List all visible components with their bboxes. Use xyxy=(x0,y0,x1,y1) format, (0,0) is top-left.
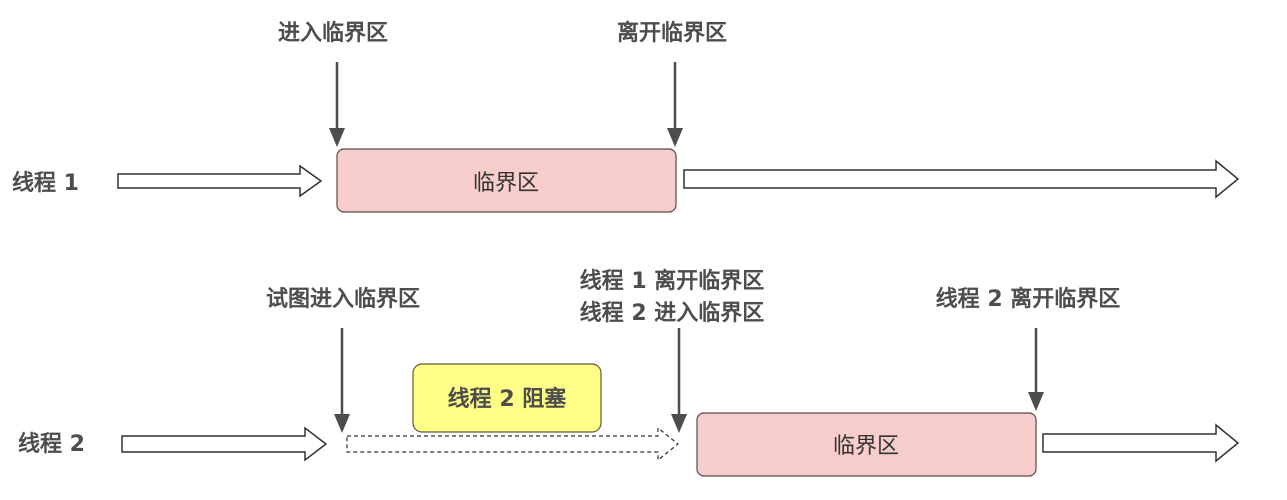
thread-2-blocked-box xyxy=(412,363,602,433)
handoff-label-line-1: 线程 1 离开临界区 xyxy=(580,268,765,294)
try-enter-down-arrow-head xyxy=(334,414,350,433)
leave-critical-section-label: 离开临界区 xyxy=(617,20,727,46)
thread-1-critical-section-label: 临界区 xyxy=(473,171,539,196)
handoff-label-line-2: 线程 2 进入临界区 xyxy=(580,300,765,326)
thread-1-outgoing-arrow xyxy=(683,159,1240,199)
handoff-down-arrow-head xyxy=(671,414,687,433)
thread-2-leave-label: 线程 2 离开临界区 xyxy=(936,286,1121,312)
thread-2-outgoing-arrow xyxy=(1042,423,1240,463)
thread-1-incoming-arrow xyxy=(117,164,323,198)
thread-1-label: 线程 1 xyxy=(12,170,79,196)
thread-2-blocked-dashed-arrow xyxy=(346,426,679,462)
leave-down-arrow-head xyxy=(667,128,683,147)
thread-2-leave-down-arrow-head xyxy=(1028,392,1044,411)
thread-2-critical-section-label: 临界区 xyxy=(833,434,899,459)
thread-1-critical-section-box xyxy=(336,148,677,213)
enter-down-arrow-head xyxy=(329,128,345,147)
enter-critical-section-label: 进入临界区 xyxy=(278,20,388,46)
try-enter-critical-section-label: 试图进入临界区 xyxy=(266,286,420,312)
thread-2-incoming-arrow xyxy=(121,426,328,462)
thread-2-blocked-label: 线程 2 阻塞 xyxy=(448,386,568,412)
thread-2-label: 线程 2 xyxy=(18,431,85,457)
thread-2-critical-section-box xyxy=(696,412,1037,477)
